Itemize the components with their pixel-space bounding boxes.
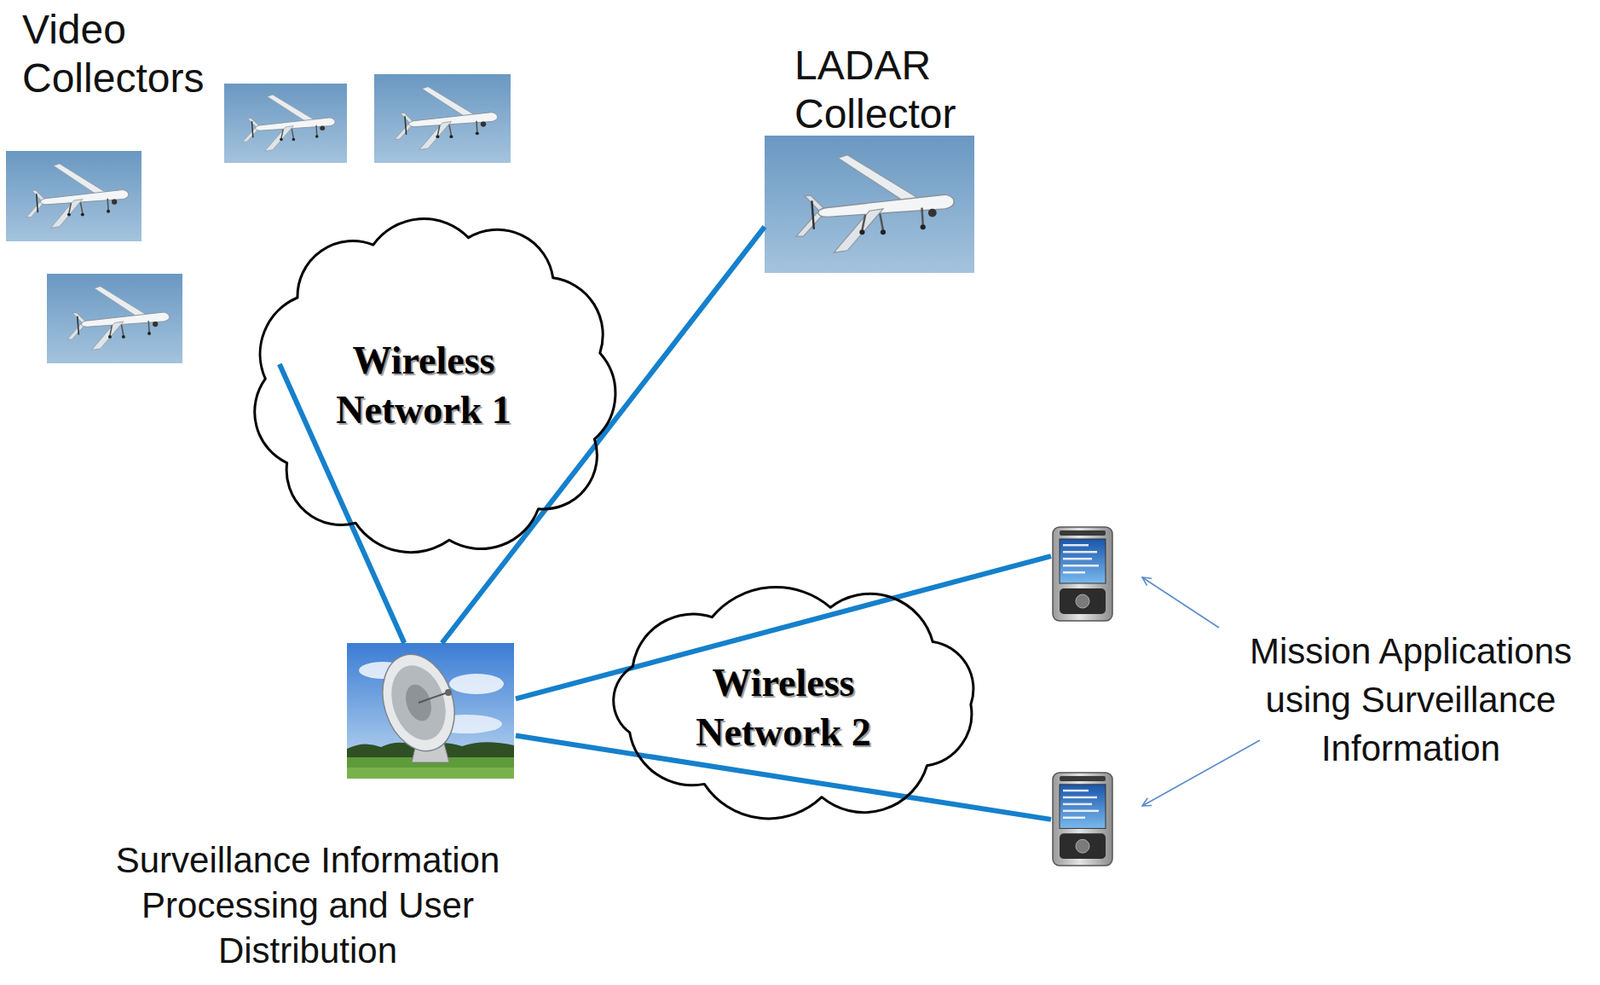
network-label: Wireless Network 2	[681, 658, 886, 757]
wireless-network-cloud: Wireless Network 2	[591, 576, 1000, 827]
leader-arrow	[1142, 739, 1260, 806]
node-label: LADAR Collector	[794, 40, 974, 139]
pda-picture	[1051, 525, 1115, 623]
wireless-network-cloud: Wireless Network 1	[234, 203, 636, 572]
node-label: Mission Applications using Surveillance …	[1231, 626, 1590, 773]
cloud-outline	[234, 203, 636, 572]
leader-arrow	[1142, 577, 1219, 628]
uav-picture	[5, 150, 142, 242]
cloud-outline-path	[254, 218, 616, 552]
mission-device-node: Mission Applications using Surveillance …	[1051, 525, 1592, 867]
pda-picture	[1051, 770, 1115, 867]
uav-picture	[46, 273, 183, 364]
cloud-outline-path	[613, 586, 974, 818]
node-label: Video Collectors	[22, 5, 227, 103]
network-label: Wireless Network 1	[321, 335, 526, 435]
ladar-collector-node: LADAR Collector	[764, 40, 976, 273]
data-link	[442, 226, 766, 643]
satellite-dish-picture	[346, 642, 515, 779]
uav-picture	[374, 74, 511, 163]
node-label: Surveillance Information Processing and …	[101, 837, 515, 973]
video-collector-node: Video Collectors	[5, 5, 511, 364]
uav-picture	[764, 135, 975, 273]
uav-picture	[224, 83, 347, 163]
ground-station-node: Surveillance Information Processing and …	[101, 642, 516, 975]
